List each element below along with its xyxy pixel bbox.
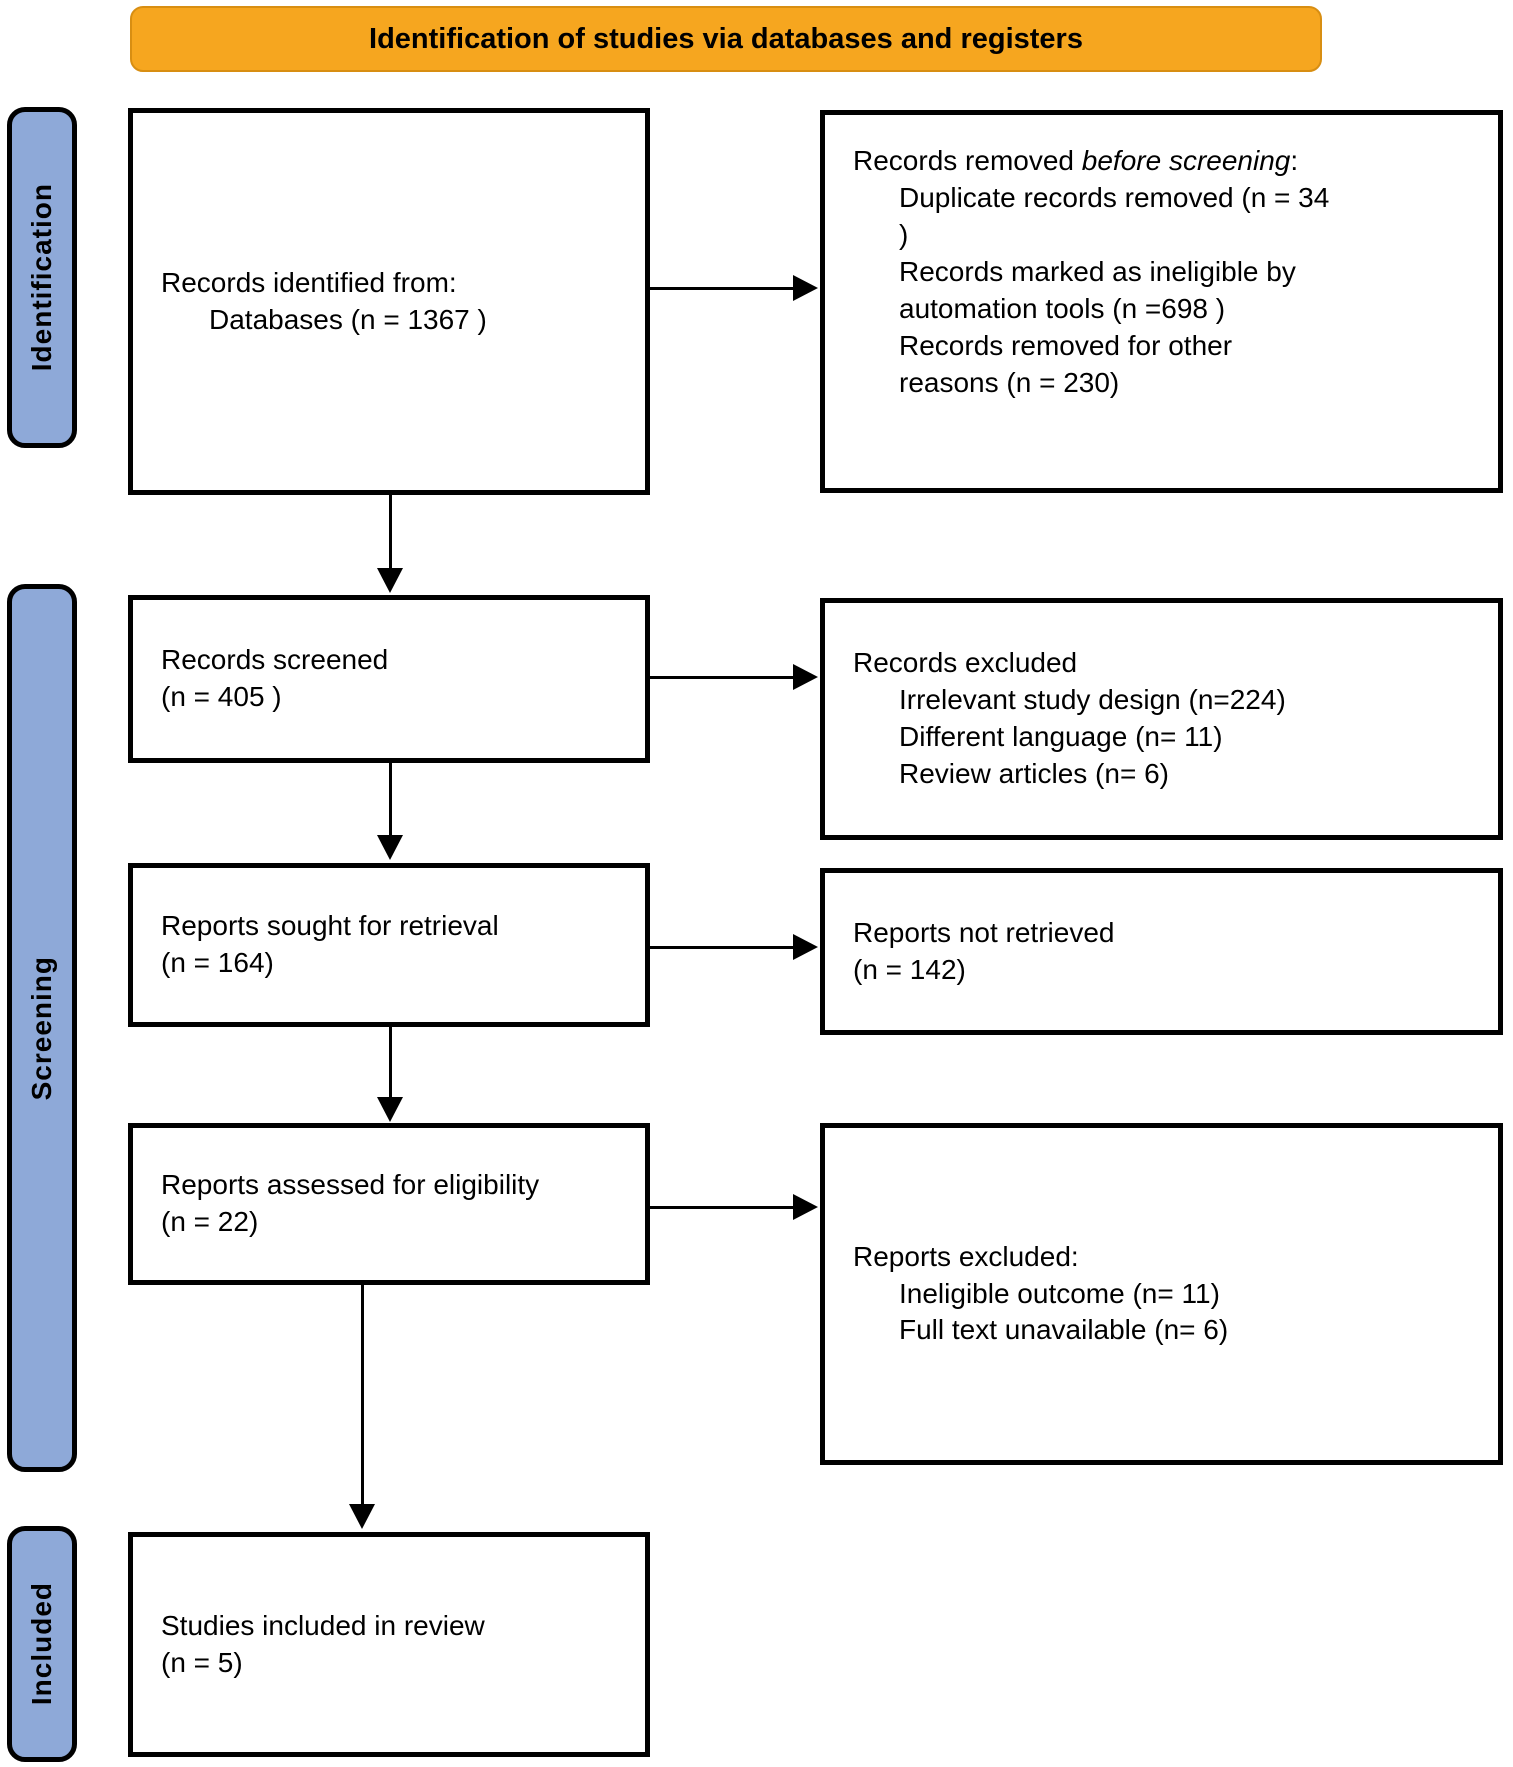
stage-label-identification: Identification [26,183,57,372]
box-reports-assessed: Reports assessed for eligibility (n = 22… [128,1123,650,1285]
stage-label-included: Included [26,1582,57,1706]
arrowhead-right-icon [793,275,818,301]
records-removed-title-prefix: Records removed [853,145,1082,176]
records-screened-line1: Records screened [161,644,389,676]
box-reports-not-retrieved: Reports not retrieved (n = 142) [820,868,1503,1035]
banner-title-text: Identification of studies via databases … [369,22,1083,55]
reports-sought-line1: Reports sought for retrieval [161,910,499,942]
records-excluded-item: Different language (n= 11) [899,721,1223,752]
records-excluded-title: Records excluded [853,647,1078,679]
arrow-sought-to-not-retrieved [650,946,793,949]
arrowhead-right-icon [793,664,818,690]
box-records-identified: Records identified from: Databases (n = … [128,108,650,495]
arrow-sought-to-assessed [389,1027,392,1097]
records-removed-title: Records removed before screening: [853,143,1482,180]
records-excluded-item: Irrelevant study design (n=224) [899,684,1286,716]
arrowhead-down-icon [349,1504,375,1529]
reports-not-retrieved-line2: (n = 142) [853,953,966,985]
records-screened-line2: (n = 405 ) [161,681,282,712]
reports-excluded-item: Full text unavailable (n= 6) [899,1314,1229,1346]
stage-bar-included: Included [7,1526,77,1762]
stage-bar-identification: Identification [7,107,77,448]
arrowhead-down-icon [377,835,403,860]
stage-bar-screening: Screening [7,584,77,1472]
reports-not-retrieved-line1: Reports not retrieved [853,916,1115,948]
reports-assessed-line1: Reports assessed for eligibility [161,1169,540,1201]
reports-assessed-line2: (n = 22) [161,1206,259,1237]
arrow-assessed-to-reports-excluded [650,1206,793,1209]
box-studies-included: Studies included in review (n = 5) [128,1532,650,1757]
studies-included-line1: Studies included in review [161,1609,485,1641]
studies-included-line2: (n = 5) [161,1646,243,1678]
records-removed-items: Duplicate records removed (n = 34 ) Reco… [899,180,1331,402]
box-records-screened: Records screened (n = 405 ) [128,595,650,763]
records-identified-line2: Databases (n = 1367 ) [209,303,487,335]
arrow-screened-to-excluded [650,676,793,679]
box-records-removed: Records removed before screening: Duplic… [820,110,1503,493]
arrow-identified-to-screened [389,495,392,568]
box-reports-sought: Reports sought for retrieval (n = 164) [128,863,650,1027]
box-records-excluded: Records excluded Irrelevant study design… [820,598,1503,840]
records-excluded-item: Review articles (n= 6) [899,757,1169,789]
arrowhead-down-icon [377,568,403,593]
records-removed-item: Records removed for other reasons (n = 2… [899,329,1233,398]
records-removed-title-italic: before screening [1081,145,1291,176]
records-removed-title-suffix: : [1290,145,1299,176]
arrowhead-down-icon [377,1097,403,1122]
arrowhead-right-icon [793,934,818,960]
reports-excluded-title: Reports excluded: [853,1240,1079,1272]
arrowhead-right-icon [793,1194,818,1220]
arrow-assessed-to-included [361,1285,364,1504]
records-removed-item: Duplicate records removed (n = 34 ) [899,181,1330,250]
box-reports-excluded: Reports excluded: Ineligible outcome (n=… [820,1123,1503,1465]
records-identified-line1: Records identified from: [161,266,457,298]
stage-label-screening: Screening [26,955,57,1101]
arrow-identified-to-removed [650,287,793,290]
banner-title: Identification of studies via databases … [130,6,1322,72]
reports-excluded-items: Ineligible outcome (n= 11) Full text una… [899,1276,1482,1350]
reports-excluded-item: Ineligible outcome (n= 11) [899,1277,1220,1309]
records-excluded-items: Irrelevant study design (n=224) Differen… [899,682,1297,793]
records-removed-item: Records marked as ineligible by automati… [899,255,1296,324]
arrow-screened-to-sought [389,763,392,835]
reports-sought-line2: (n = 164) [161,947,274,978]
